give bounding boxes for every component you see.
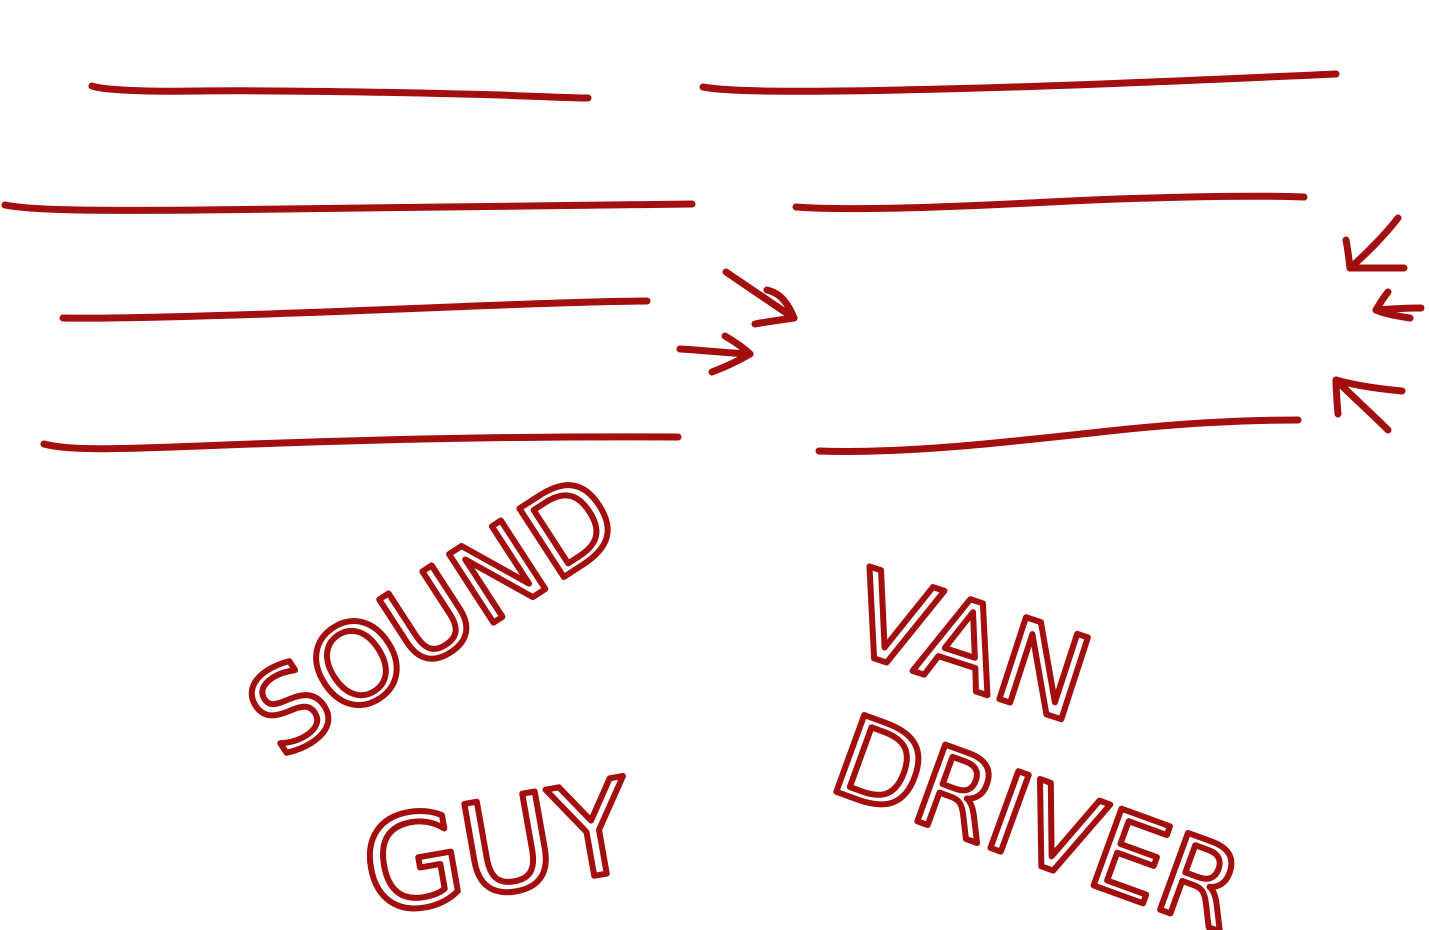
line-right-2 bbox=[792, 192, 1308, 213]
line-left-2 bbox=[1, 200, 696, 214]
label-guy: GUY bbox=[352, 752, 646, 930]
line-right-3 bbox=[815, 416, 1302, 456]
right-lines bbox=[699, 70, 1340, 456]
line-right-1 bbox=[699, 70, 1340, 95]
label-van-driver: VAN DRIVER bbox=[814, 540, 1261, 930]
left-lines bbox=[1, 82, 696, 453]
line-left-4 bbox=[40, 433, 682, 453]
arrow-icon bbox=[676, 332, 754, 376]
label-sound-guy: SOUND GUY bbox=[223, 447, 648, 930]
right-arrows bbox=[1332, 214, 1425, 434]
arrow-icon bbox=[1332, 376, 1406, 434]
label-sound: SOUND bbox=[226, 450, 642, 783]
arrow-icon bbox=[722, 268, 798, 328]
arrow-icon bbox=[1342, 214, 1408, 272]
line-left-3 bbox=[59, 297, 651, 322]
arrow-icon bbox=[1372, 288, 1425, 322]
left-arrows bbox=[676, 268, 798, 376]
line-left-1 bbox=[88, 82, 592, 102]
